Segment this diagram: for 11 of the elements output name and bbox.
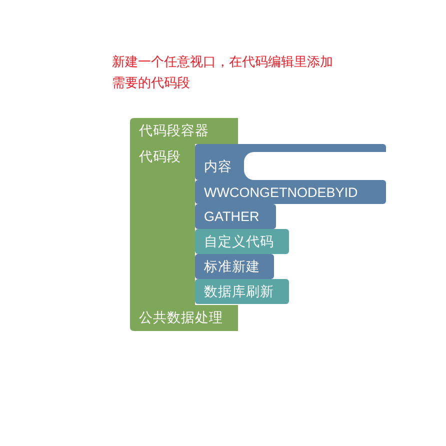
- code-block: 数据库刷新: [195, 279, 289, 304]
- block-label: 代码段: [139, 148, 181, 167]
- code-block: 标准新建: [195, 254, 274, 279]
- code-block: WWCONGETNODEBYID: [195, 180, 386, 204]
- code-block: 自定义代码: [195, 229, 289, 254]
- block-label: 内容: [204, 158, 232, 176]
- code-block: GATHER: [195, 204, 276, 229]
- code-block: [195, 144, 386, 180]
- block-label: 代码段容器: [139, 122, 209, 141]
- block-label: 公共数据处理: [139, 309, 223, 328]
- title: 新建一个任意视口，在代码编辑里添加需要的代码段: [112, 54, 334, 93]
